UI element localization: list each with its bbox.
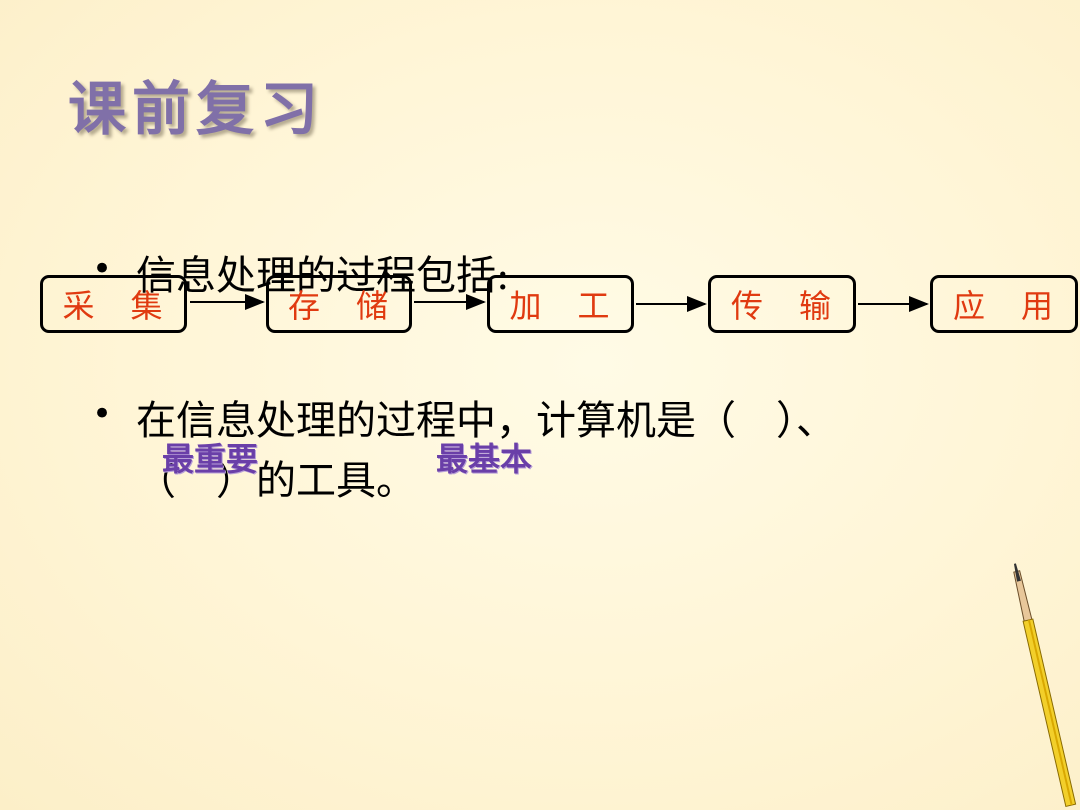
flow-step-apply: 应 用 — [930, 275, 1078, 333]
bullet-2-text-line1: 在信息处理的过程中，计算机是（ ）、 — [136, 398, 836, 444]
pencil-icon — [1013, 563, 1077, 808]
answer-most-important: 最重要 — [162, 440, 259, 478]
flow-step-transmit: 传 输 — [708, 275, 856, 333]
slide-title: 课前复习 — [68, 75, 325, 143]
flow-step-collect: 采 集 — [40, 275, 187, 333]
bullet-1-marker: • — [92, 249, 113, 289]
bullet-2-marker: • — [92, 394, 113, 434]
flow-step-store: 存 储 — [266, 275, 412, 333]
bullet-2-text-line2: （ ）的工具。 — [136, 458, 416, 504]
flow-step-process: 加 工 — [487, 275, 634, 333]
answer-most-basic: 最基本 — [436, 440, 533, 478]
